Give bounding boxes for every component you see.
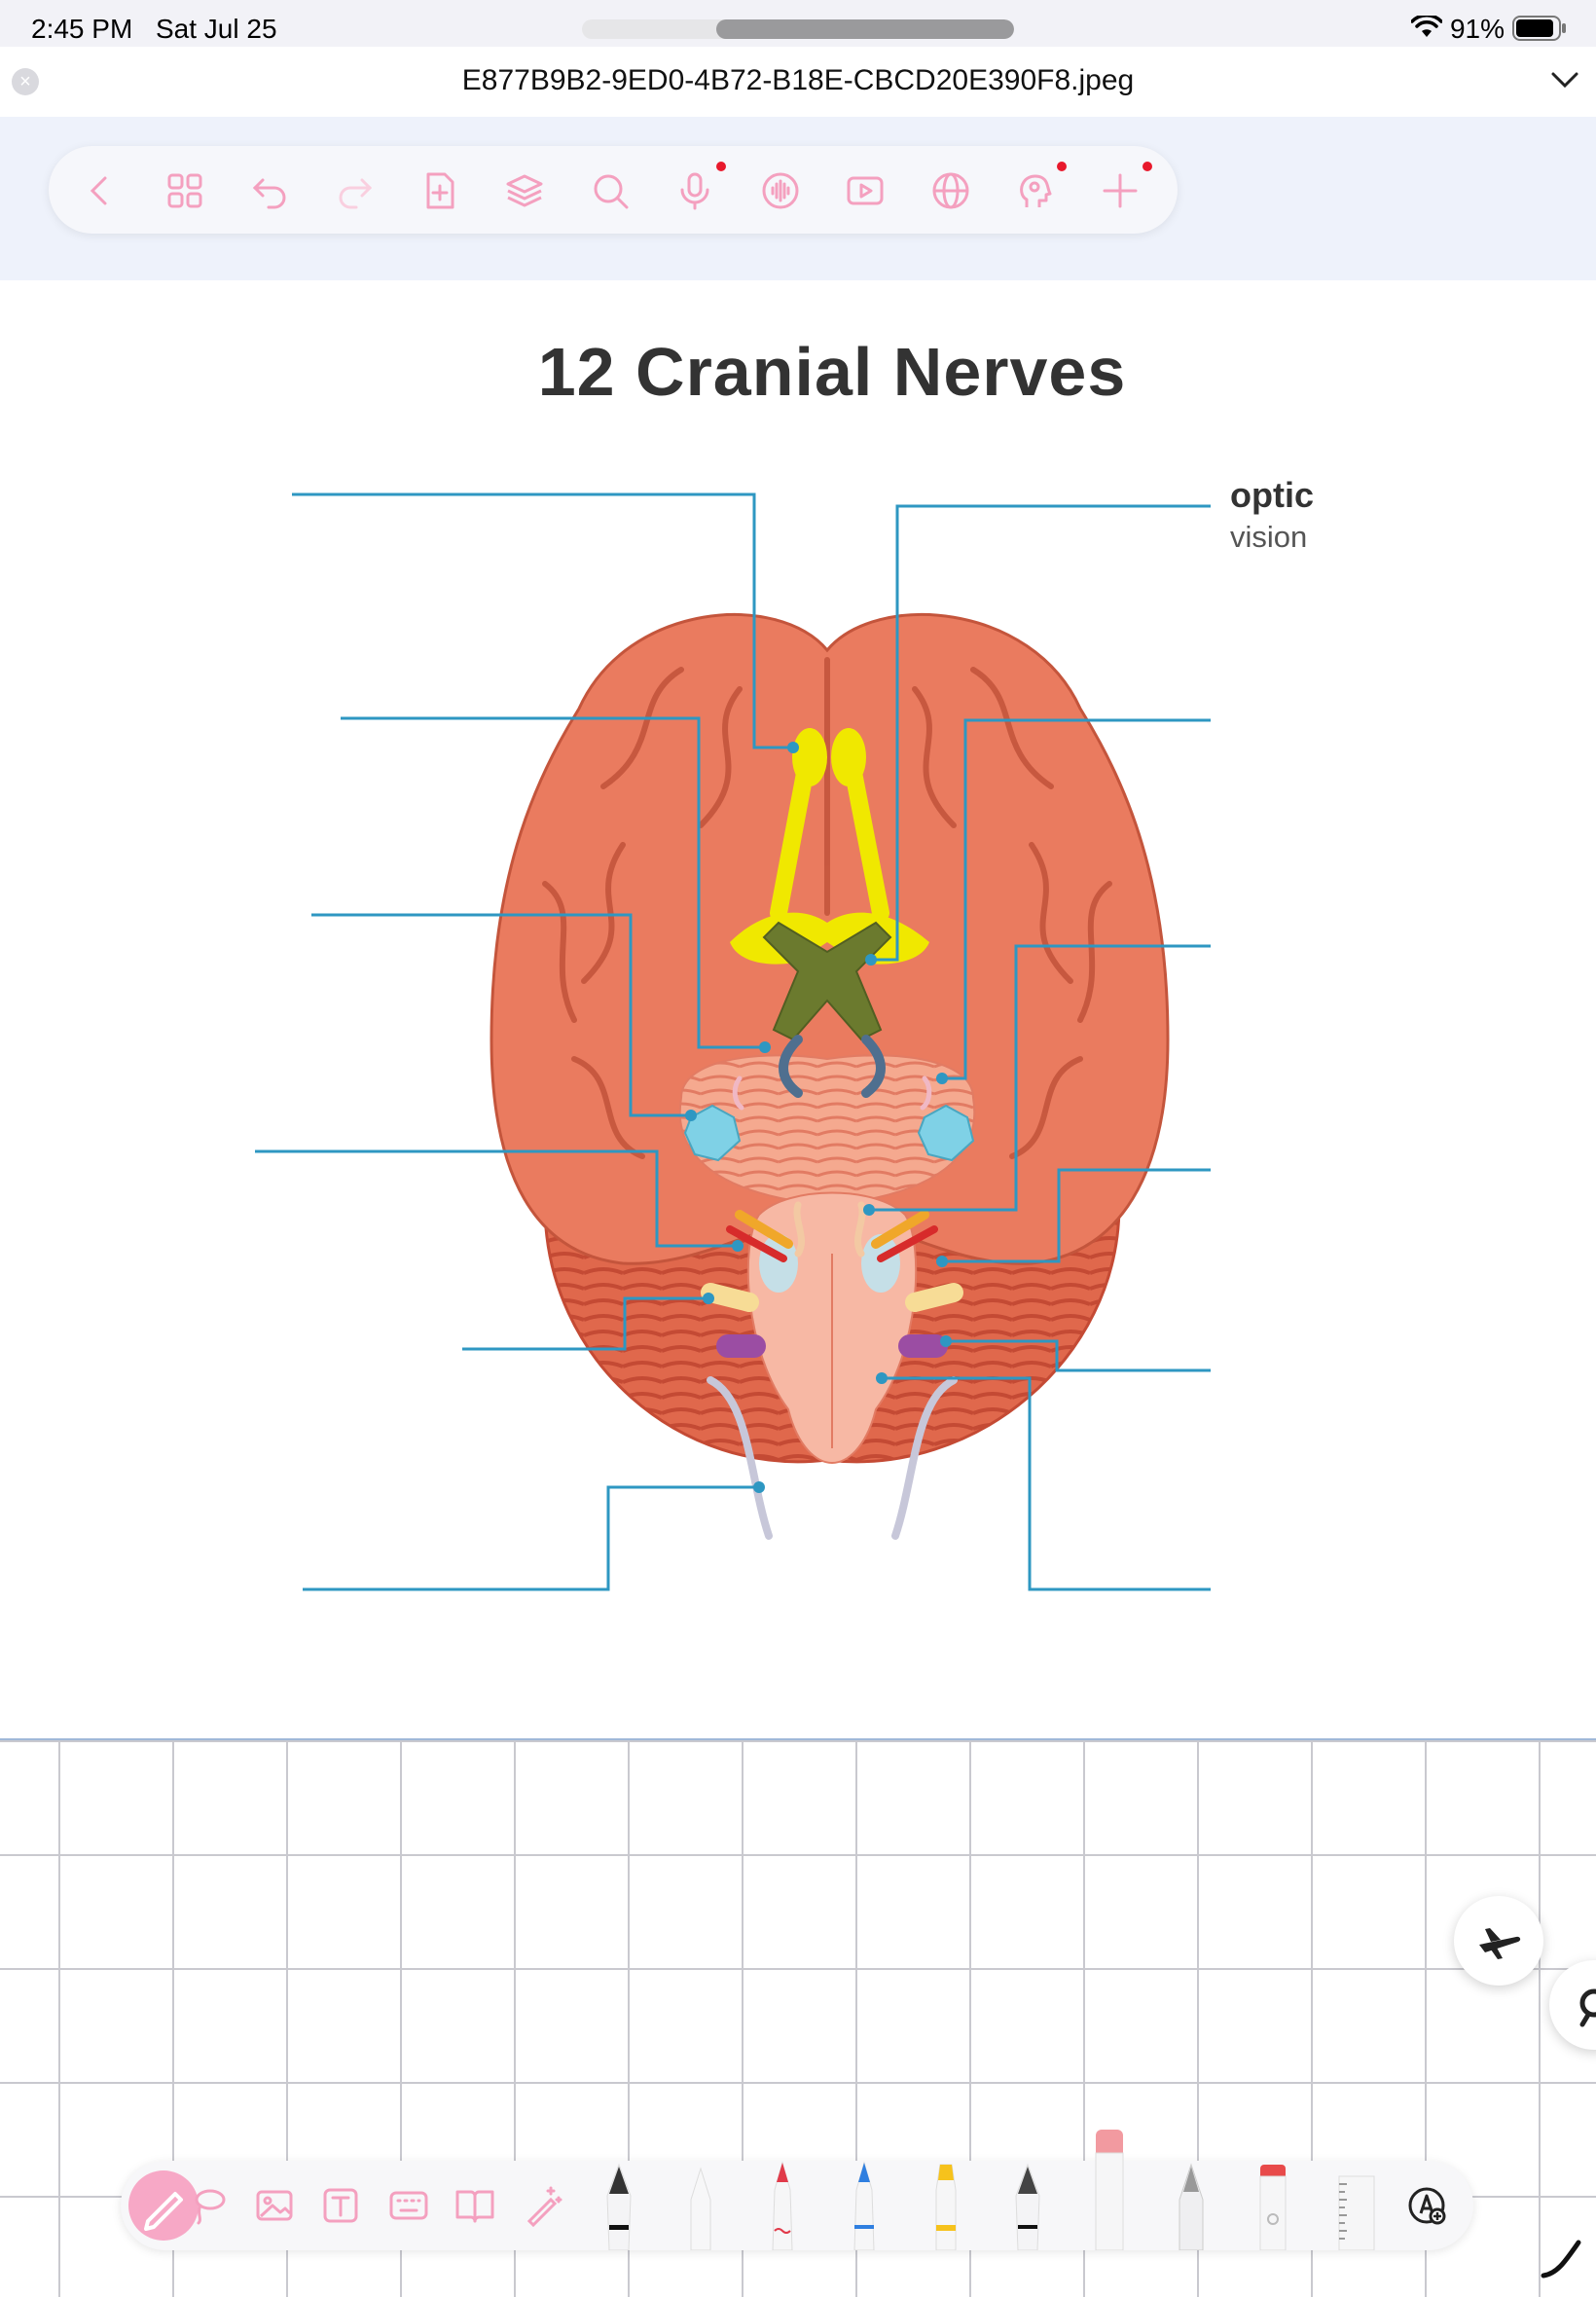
eraser-pink[interactable] — [1090, 2126, 1129, 2250]
add-page-icon[interactable] — [419, 170, 460, 211]
head-bulb-icon[interactable] — [1015, 170, 1056, 211]
brush-pen-red[interactable] — [763, 2161, 802, 2250]
magnifier-icon — [1569, 1980, 1596, 2030]
document-filename[interactable]: E877B9B2-9ED0-4B72-B18E-CBCD20E390F8.jpe… — [0, 64, 1596, 97]
magic-pen-icon[interactable] — [522, 2184, 564, 2227]
highlighter-yellow[interactable] — [926, 2161, 965, 2250]
plus-badge — [1143, 162, 1152, 171]
status-bar: 2:45 PM Sat Jul 25 91% — [0, 0, 1596, 47]
plus-icon[interactable] — [1100, 170, 1141, 211]
fountain-pen-black[interactable] — [599, 2161, 638, 2250]
microphone-icon[interactable] — [674, 170, 715, 211]
battery-percent: 91% — [1450, 14, 1505, 45]
ruler[interactable] — [1331, 2172, 1380, 2250]
head-bulb-badge — [1057, 162, 1067, 171]
lasso-icon[interactable] — [187, 2184, 230, 2227]
keyboard-icon[interactable] — [387, 2184, 430, 2227]
book-icon[interactable] — [453, 2184, 496, 2227]
wifi-icon — [1411, 16, 1442, 39]
search-icon[interactable] — [590, 170, 631, 211]
layers-icon[interactable] — [504, 170, 545, 211]
ballpoint-white[interactable] — [681, 2161, 720, 2250]
tool-palette — [121, 2161, 1473, 2250]
label-vision: vision — [1230, 520, 1307, 555]
fountain-pen-dark[interactable] — [1008, 2161, 1047, 2250]
label-optic: optic — [1230, 475, 1314, 516]
audio-wave-icon[interactable] — [760, 170, 801, 211]
brain-diagram — [0, 280, 1596, 1738]
airplane-mode-button[interactable] — [1454, 1896, 1543, 1986]
status-time: 2:45 PM — [31, 14, 132, 45]
multitasking-indicator[interactable] — [582, 19, 1014, 39]
chevron-down-icon[interactable] — [1549, 64, 1580, 95]
globe-icon[interactable] — [930, 170, 971, 211]
document-title-bar: × E877B9B2-9ED0-4B72-B18E-CBCD20E390F8.j… — [0, 47, 1596, 117]
pen-settings-icon[interactable] — [1405, 2184, 1448, 2227]
microphone-badge — [716, 162, 726, 171]
status-date: Sat Jul 25 — [156, 14, 277, 45]
redo-icon[interactable] — [335, 170, 376, 211]
back-icon[interactable] — [80, 170, 121, 211]
document-page[interactable]: 12 Cranial Nerves — [0, 280, 1596, 1738]
pencil-gray[interactable] — [1172, 2161, 1211, 2250]
airplane-icon — [1473, 1915, 1524, 1966]
eraser-red-cap[interactable] — [1253, 2161, 1292, 2250]
battery-icon — [1512, 16, 1567, 41]
video-play-icon[interactable] — [845, 170, 886, 211]
top-toolbar — [49, 146, 1178, 234]
ballpoint-blue[interactable] — [845, 2161, 884, 2250]
scribble-icon[interactable] — [1540, 2237, 1584, 2281]
toolbar-band — [0, 117, 1596, 280]
text-box-icon[interactable] — [319, 2184, 362, 2227]
grid-view-icon[interactable] — [164, 170, 205, 211]
undo-icon[interactable] — [249, 170, 290, 211]
image-icon[interactable] — [253, 2184, 296, 2227]
